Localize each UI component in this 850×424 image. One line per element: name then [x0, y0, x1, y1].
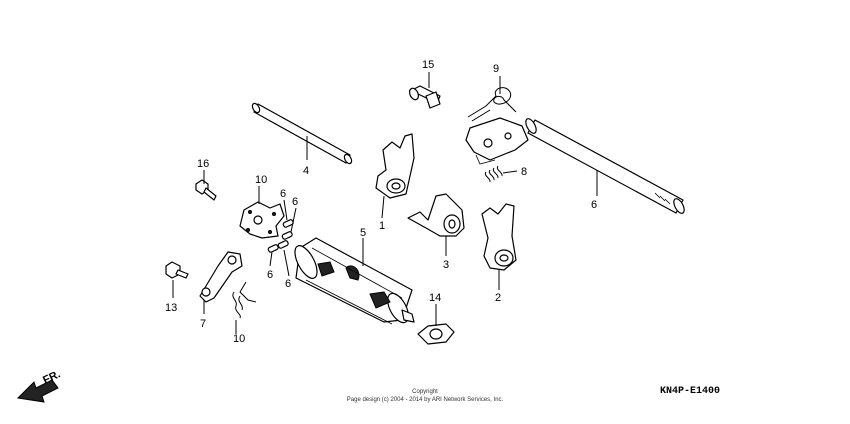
copyright-block: Copyright Page design (c) 2004 - 2014 by… [347, 389, 504, 403]
fork-shaft-drawing [251, 102, 353, 165]
label-5: 5 [360, 227, 366, 239]
label-7: 7 [200, 318, 206, 330]
label-9: 10 [233, 333, 245, 345]
spindle-spring-drawing [467, 87, 517, 122]
bolt-15-drawing [165, 261, 189, 279]
drum-plate-drawing [239, 201, 285, 239]
label-10: 6 [591, 199, 597, 211]
copyright-line-1: Copyright [412, 389, 438, 395]
return-spring-drawing [484, 165, 503, 183]
direction-label: FR. [41, 368, 62, 386]
label-2: 2 [495, 292, 501, 304]
shift-fork-1-drawing [375, 133, 415, 199]
label-11: 8 [521, 166, 527, 178]
copyright-line-2: Page design (c) 2004 - 2014 by ARI Netwo… [347, 397, 504, 403]
label-14: 14 [429, 292, 441, 304]
spring-drawing [232, 281, 257, 319]
label-3: 3 [443, 259, 449, 271]
leader-lines [172, 72, 598, 334]
shift-fork-3-drawing [407, 193, 465, 237]
label-16: 16 [197, 158, 209, 170]
label-1: 1 [379, 220, 385, 232]
shift-drum-drawing [294, 237, 415, 325]
gearshift-spindle-drawing [465, 117, 685, 214]
label-4: 4 [303, 165, 309, 177]
arrow-left-icon [16, 379, 59, 403]
bolt-16-drawing [195, 179, 217, 201]
pin-bolt-drawing [408, 85, 441, 109]
front-direction-arrow: FR. [16, 368, 62, 403]
part-labels: 15 9 4 8 16 10 6 6 1 6 5 3 6 6 2 14 13 7… [165, 59, 597, 345]
label-8: 10 [255, 174, 267, 186]
label-6c: 6 [267, 269, 273, 281]
label-6b: 6 [292, 196, 298, 208]
label-15: 13 [165, 302, 177, 314]
label-6a: 6 [280, 188, 286, 200]
label-6d: 6 [285, 278, 291, 290]
label-12: 9 [493, 63, 499, 75]
shift-fork-2-drawing [481, 203, 517, 271]
washer-drawing [417, 323, 455, 345]
diagram-code: KN4P-E1400 [660, 386, 720, 397]
label-13: 15 [422, 59, 434, 71]
stopper-arm-drawing [199, 251, 243, 303]
